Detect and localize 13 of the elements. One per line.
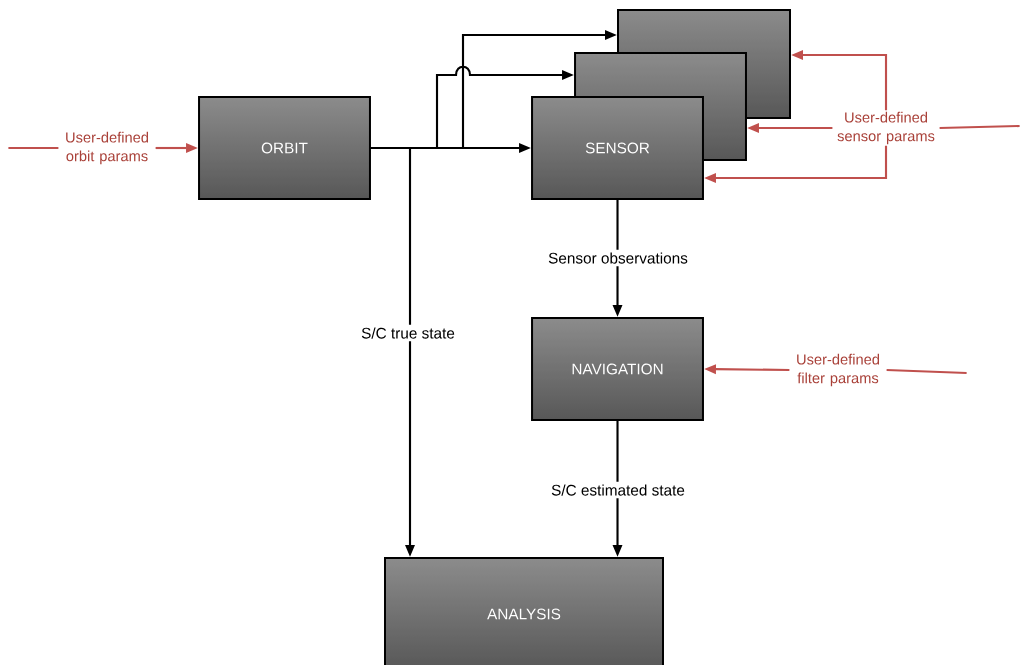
line [886, 368, 967, 375]
edge-label: S/C true state [358, 324, 458, 342]
line [939, 124, 1020, 130]
block-box: ANALYSIS [384, 557, 664, 665]
input-label: User-defined orbit params [66, 131, 149, 165]
block-box: ORBIT [198, 96, 371, 200]
block-box: SENSOR [531, 96, 704, 200]
input-label: User-defined filter params [797, 353, 880, 387]
input-label: User-defined sensor params [837, 111, 935, 145]
block-box: NAVIGATION [531, 317, 704, 421]
edge-label: Sensor observations [545, 249, 691, 267]
edge-label: S/C estimated state [548, 481, 688, 499]
line [8, 146, 59, 150]
